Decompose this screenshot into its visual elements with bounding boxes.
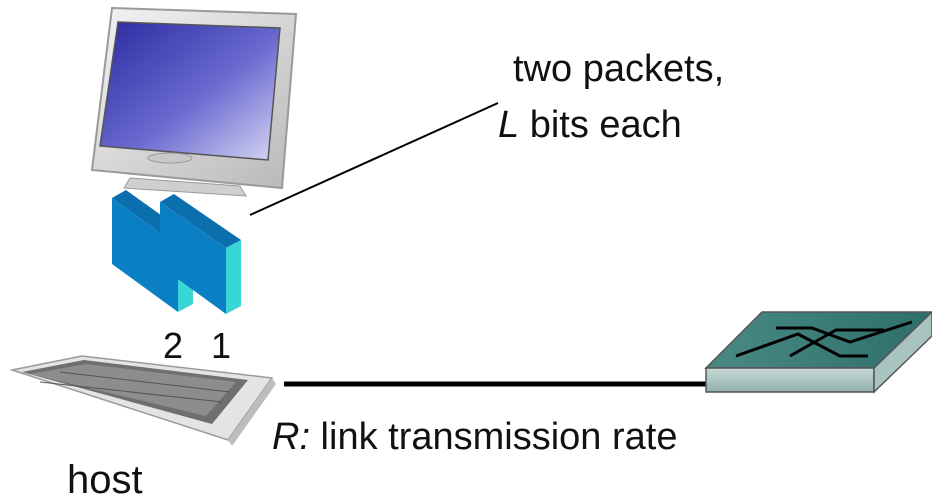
- packets-label-rest: bits each: [519, 104, 682, 146]
- packet-number-2: 2: [163, 325, 184, 366]
- packets-label-line1: two packets,: [513, 48, 725, 90]
- computer-monitor-icon: [90, 6, 298, 197]
- packets-label-line2: L bits each: [498, 106, 682, 144]
- packet-1: [160, 194, 241, 314]
- router-icon: [704, 310, 932, 394]
- rate-variable: R:: [272, 416, 310, 458]
- packet-number-1: 1: [211, 325, 232, 366]
- link-rate-label: R: link transmission rate: [272, 418, 677, 456]
- keyboard-icon: [9, 355, 276, 446]
- host-label: host: [67, 458, 143, 502]
- link-rate-text: link transmission rate: [310, 416, 678, 458]
- packet-length-variable: L: [498, 104, 520, 146]
- packet-label-leader-line: [249, 102, 499, 216]
